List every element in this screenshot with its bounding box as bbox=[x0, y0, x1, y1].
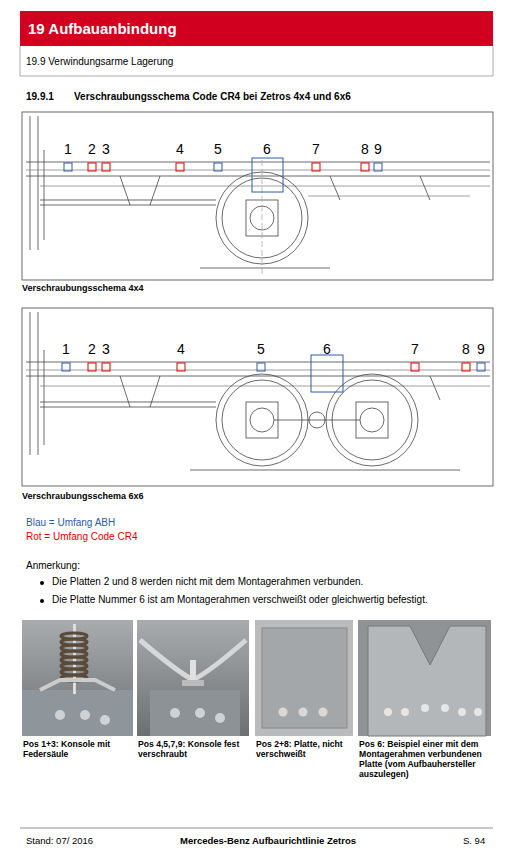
header-rule bbox=[20, 46, 493, 76]
bullet-dot bbox=[40, 581, 44, 585]
photo-caption: Pos 2+8: Platte, nicht verschweißt bbox=[256, 740, 354, 760]
callout-number: 4 bbox=[177, 341, 185, 358]
bullet-dot bbox=[40, 599, 44, 603]
title-bar: 19 Aufbauanbindung bbox=[20, 11, 493, 46]
callout-number: 3 bbox=[102, 141, 110, 158]
figure-caption: Verschraubungsschema 6x6 bbox=[22, 491, 322, 502]
footer-document: Mercedes-Benz Aufbaurichtlinie Zetros bbox=[180, 835, 356, 846]
callout-number: 2 bbox=[88, 141, 96, 158]
photo-spring-console bbox=[22, 620, 133, 736]
callout-number: 5 bbox=[257, 341, 265, 358]
chassis-6x6 bbox=[22, 308, 493, 486]
footer-rule bbox=[20, 828, 493, 829]
photo-caption: Pos 6: Beispiel einer mit dem Montagerah… bbox=[359, 740, 491, 780]
callout-number: 6 bbox=[263, 141, 271, 158]
chassis-4x4 bbox=[22, 112, 493, 280]
callout-number: 7 bbox=[312, 141, 320, 158]
note-item: Die Platten 2 und 8 werden nicht mit dem… bbox=[52, 576, 492, 588]
photo-caption: Pos 1+3: Konsole mit Federsäule bbox=[23, 740, 133, 760]
callout-number: 1 bbox=[64, 141, 72, 158]
callout-number: 5 bbox=[214, 141, 222, 158]
photo-bolted-console bbox=[137, 620, 249, 736]
footer-page: S. 94 bbox=[463, 835, 485, 846]
callout-number: 7 bbox=[411, 341, 419, 358]
legend-text: Rot = Umfang Code CR4 bbox=[26, 531, 137, 542]
mount-markers-4x4 bbox=[64, 158, 382, 192]
figure-caption: Verschraubungsschema 4x4 bbox=[22, 283, 322, 294]
mount-markers-6x6 bbox=[62, 355, 485, 392]
page-title: 19 Aufbauanbindung bbox=[28, 20, 177, 38]
callout-number: 4 bbox=[176, 141, 184, 158]
callout-number: 2 bbox=[88, 341, 96, 358]
callout-number: 6 bbox=[323, 341, 331, 358]
photo-caption: Pos 4,5,7,9: Konsole fest verschraubt bbox=[138, 740, 250, 760]
callout-number: 9 bbox=[374, 141, 382, 158]
callout-number: 1 bbox=[62, 341, 70, 358]
subheading: 19.9 Verwindungsarme Lagerung bbox=[26, 56, 486, 68]
legend-entry: Rot = Umfang Code CR4 bbox=[26, 531, 137, 542]
note-heading: Anmerkung: bbox=[26, 560, 226, 572]
photo-welded-plate bbox=[358, 620, 491, 736]
callout-number: 3 bbox=[102, 341, 110, 358]
photo-plate bbox=[255, 620, 353, 736]
legend-entry: Blau = Umfang ABH bbox=[26, 517, 115, 528]
callout-number: 9 bbox=[477, 341, 485, 358]
footer-date: Stand: 07/ 2016 bbox=[26, 835, 176, 846]
section-heading: Verschraubungsschema Code CR4 bei Zetros… bbox=[74, 91, 489, 103]
note-item: Die Platte Nummer 6 ist am Montagerahmen… bbox=[52, 594, 492, 606]
section-number: 19.9.1 bbox=[26, 91, 54, 103]
callout-number: 8 bbox=[462, 341, 470, 358]
legend-text: Blau = Umfang ABH bbox=[26, 517, 115, 528]
callout-number: 8 bbox=[361, 141, 369, 158]
